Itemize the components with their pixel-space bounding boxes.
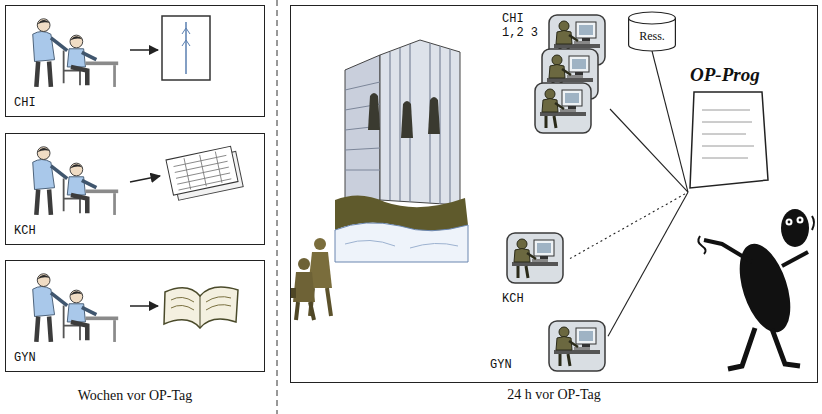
- stick-figure: [797, 217, 804, 224]
- doctors-figure: [33, 19, 118, 342]
- timeline-caption: Wochen vor OP-Tag: [78, 388, 193, 405]
- hospital-building: [428, 97, 440, 134]
- divider-line: [277, 0, 278, 414]
- stick-figure: [799, 219, 802, 222]
- program-page: [702, 110, 754, 158]
- calendar-icon: [185, 22, 187, 74]
- hospital-building: [345, 82, 380, 170]
- calendar-icon: [162, 16, 210, 80]
- calendar-icon: [162, 16, 210, 80]
- workstation-icon: [535, 83, 591, 133]
- workstation-label: CHI 1,2 3: [502, 12, 548, 41]
- op-program-sheet: OP-Prog: [688, 62, 798, 202]
- open-book: [200, 296, 201, 328]
- planning-panel: CHI 1,2 3Ress.KCHGYNOP-Prog24 h vor OP-T…: [290, 5, 818, 383]
- department-box: GYN: [5, 260, 265, 372]
- flow-arrow: [130, 49, 158, 51]
- panel-caption: 24 h vor OP-Tag: [507, 387, 601, 404]
- hospital-building: [390, 43, 450, 204]
- hospital-building: [345, 240, 458, 248]
- connector-line: [570, 192, 688, 258]
- stick-figure: [698, 209, 814, 369]
- stick-figure: [812, 216, 814, 230]
- program-title: OP-Prog: [690, 64, 760, 87]
- open-book: [164, 287, 238, 328]
- open-book: [171, 297, 231, 310]
- timeline-caption: Wochen vor OP-Tag: [5, 388, 265, 405]
- resource-database: Ress.: [628, 12, 676, 51]
- hospital-building: [368, 93, 380, 130]
- department-label: GYN: [14, 351, 36, 365]
- doctors-figure: [33, 274, 118, 342]
- workstation-icon: [507, 233, 563, 283]
- stick-figure: [781, 209, 809, 247]
- hospital-building: [335, 223, 468, 262]
- paper-pile: [172, 149, 231, 192]
- department-box: KCH: [5, 133, 265, 245]
- stick-figure: [782, 252, 808, 266]
- doctors-figure: [33, 147, 118, 215]
- stick-figure: [786, 219, 793, 226]
- department-label: CHI: [14, 96, 36, 110]
- hospital-building: [380, 40, 460, 205]
- stick-figure: [698, 236, 705, 254]
- workstation-label: GYN: [490, 358, 512, 372]
- flow-arrow: [130, 50, 160, 306]
- flow-arrow: [130, 176, 160, 182]
- workstation: KCH: [500, 232, 570, 308]
- stick-figure: [704, 240, 752, 262]
- calendar-icon: [182, 28, 190, 46]
- workstation: GYN: [488, 316, 608, 374]
- divider-line: [277, 0, 278, 414]
- department-box: CHI: [5, 5, 265, 117]
- walking-people: [293, 272, 315, 302]
- hospital-building: [401, 101, 413, 138]
- walking-people: [290, 238, 332, 320]
- paper-pile: [166, 146, 238, 195]
- connector-line: [608, 192, 688, 336]
- connector-line: [652, 51, 688, 192]
- doctors-figure: [33, 19, 118, 87]
- connector-line: [610, 109, 688, 192]
- flow-arrow: [130, 305, 158, 307]
- paper-pile: [166, 145, 243, 201]
- hospital-building: [345, 55, 380, 205]
- walking-people: [296, 302, 314, 320]
- walking-people: [314, 238, 326, 250]
- open-book: [164, 287, 238, 328]
- hospital-building: [335, 40, 468, 262]
- program-page: [690, 92, 768, 188]
- stick-figure: [730, 237, 800, 338]
- workstation-icon: [549, 321, 605, 371]
- walking-people: [298, 258, 310, 270]
- stick-figure: [728, 328, 800, 369]
- workstation-label: KCH: [502, 292, 524, 306]
- database-label: Ress.: [639, 29, 665, 43]
- workstation-group: CHI 1,2 3: [500, 10, 610, 142]
- stick-figure: [788, 221, 791, 224]
- department-label: KCH: [14, 224, 36, 238]
- database-cylinder: [629, 12, 676, 51]
